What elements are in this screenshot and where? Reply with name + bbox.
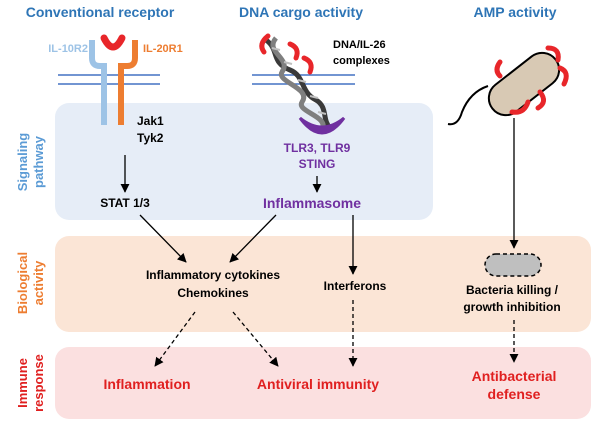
il26-on-dna [259,33,314,75]
stat-label: STAT 1/3 [100,196,150,210]
svg-text:Signaling: Signaling [15,133,30,192]
inflammation-label: Inflammation [103,376,190,392]
tlr-label: TLR3, TLR9 [284,141,351,155]
inflammasome-label: Inflammasome [263,195,361,211]
svg-text:Biological: Biological [15,252,30,314]
biological-panel [55,236,591,332]
tlr-receptor [298,116,346,135]
il10r2-receptor [89,40,107,125]
il20r1-label: IL-20R1 [143,43,183,55]
bacterium-icon [447,51,561,126]
bacteria-killing-label: Bacteria killing / [466,283,559,297]
column-title-conventional: Conventional receptor [26,4,175,20]
dead-bacterium-icon [484,253,542,277]
il10r2-label: IL-10R2 [48,43,88,55]
il26-on-bacterium [494,45,569,115]
growth-inhibition-label: growth inhibition [463,300,560,314]
il26-ligand [100,34,126,51]
svg-text:Immune: Immune [15,358,30,408]
chemokines-label: Chemokines [177,286,249,300]
il20r1-receptor [118,40,138,125]
membrane-left [58,74,160,85]
tyk2-label: Tyk2 [137,131,164,145]
cytokines-label: Inflammatory cytokines [146,268,280,282]
defense-label: defense [488,386,541,402]
sting-label: STING [299,157,336,171]
arrow-inflammasome-to-cytokines [229,214,277,263]
row-label-signaling: Signaling pathway [15,133,46,192]
svg-text:activity: activity [31,260,46,306]
arrow-cytokines-to-inflammation [154,311,196,367]
jak1-label: Jak1 [137,114,164,128]
column-title-amp: AMP activity [474,4,557,20]
dna-complex-label-2: complexes [333,55,390,67]
row-label-biological: Biological activity [15,252,46,314]
arrow-cytokines-to-antiviral [232,311,279,367]
arrow-stat-to-cytokines [139,214,187,263]
column-title-dna-cargo: DNA cargo activity [239,4,363,20]
row-label-immune: Immune response [15,354,46,412]
immune-panel [55,347,591,419]
antibacterial-label: Antibacterial [472,368,557,384]
dna-complex-label-1: DNA/IL-26 [333,39,386,51]
dna-helix [264,36,332,132]
antiviral-immunity-label: Antiviral immunity [257,376,379,392]
signaling-panel [55,103,433,220]
svg-text:pathway: pathway [31,135,46,188]
interferons-label: Interferons [324,279,387,293]
svg-text:response: response [31,354,46,412]
